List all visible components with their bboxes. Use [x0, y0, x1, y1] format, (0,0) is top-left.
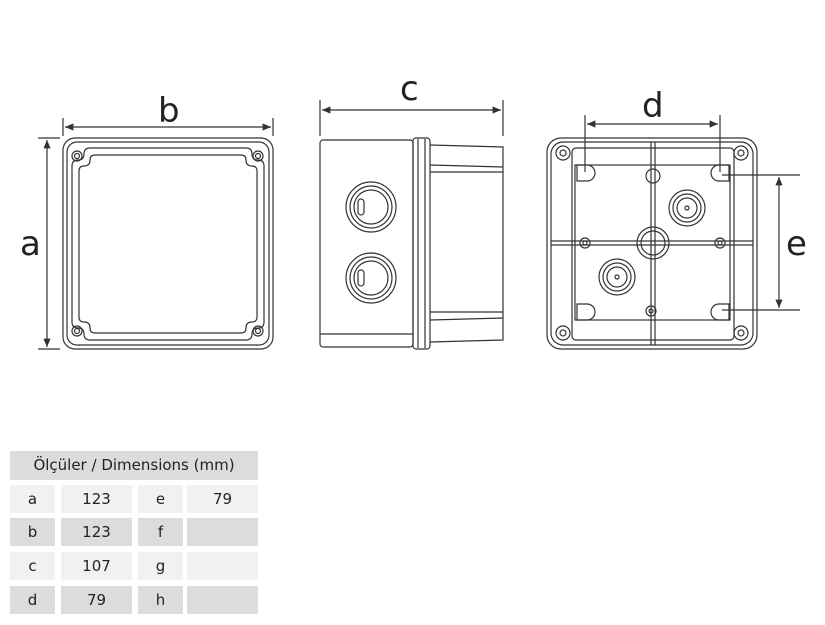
- table-value: 107: [61, 552, 132, 580]
- table-key: d: [10, 586, 55, 614]
- dimension-label-d: d: [642, 86, 664, 126]
- table-key: a: [10, 485, 55, 513]
- table-value: [187, 518, 258, 546]
- table-key: c: [10, 552, 55, 580]
- side-view: [319, 100, 504, 350]
- table-value: [187, 586, 258, 614]
- dimension-label-c: c: [400, 69, 419, 109]
- front-view: [38, 118, 274, 350]
- table-key: h: [138, 586, 183, 614]
- table-value: 79: [187, 485, 258, 513]
- cable-gland-icon: [345, 252, 397, 304]
- table-key: e: [138, 485, 183, 513]
- table-value: 79: [61, 586, 132, 614]
- table-value: [187, 552, 258, 580]
- dimension-label-e: e: [786, 224, 807, 264]
- technical-drawing: b a c d e: [20, 69, 807, 350]
- table-key: b: [10, 518, 55, 546]
- screw-icon: [71, 150, 264, 337]
- table-value: 123: [61, 485, 132, 513]
- back-view: [546, 115, 800, 350]
- screw-icon: [555, 145, 749, 341]
- dimension-label-a: a: [20, 224, 41, 264]
- dimensions-table-title: Ölçüler / Dimensions (mm): [10, 451, 258, 480]
- cable-gland-icon: [345, 181, 397, 233]
- table-key: f: [138, 518, 183, 546]
- table-key: g: [138, 552, 183, 580]
- dimension-label-b: b: [158, 91, 180, 131]
- table-value: 123: [61, 518, 132, 546]
